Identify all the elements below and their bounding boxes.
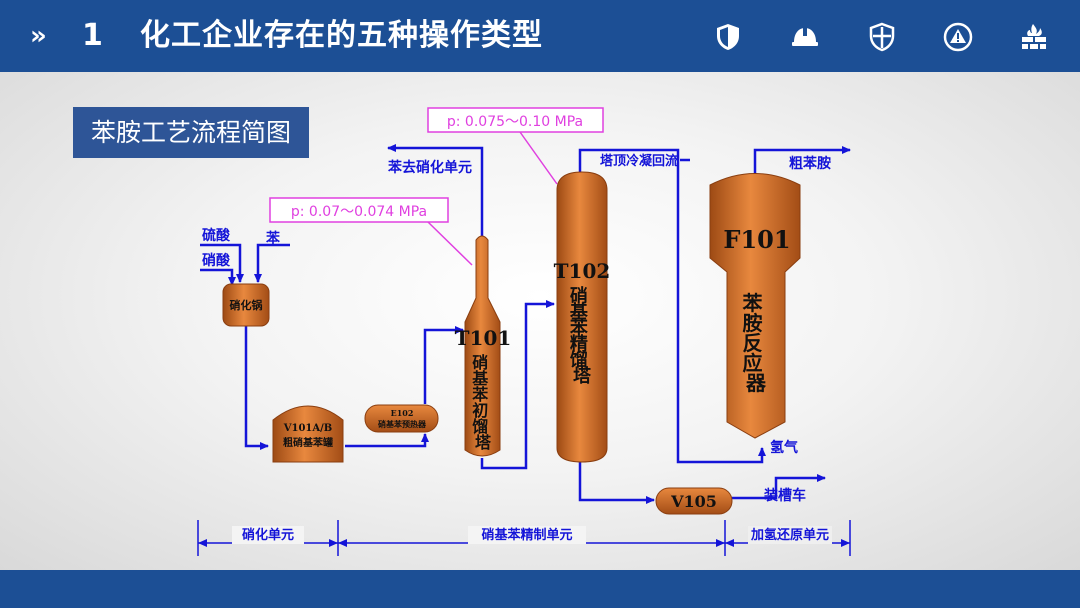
- flow-lines: [200, 144, 851, 504]
- f101-name-char: 器: [745, 371, 767, 395]
- t102-column: T102 硝 基 苯 精 馏 塔: [554, 171, 611, 463]
- t102-name-char: 馏: [570, 350, 588, 371]
- sulfuric-acid-label: 硫酸: [202, 227, 231, 244]
- t102-name-char: 基: [569, 301, 589, 323]
- f101-name-char: 苯: [742, 291, 763, 315]
- unit-refining-label: 硝基苯精制单元: [481, 527, 572, 543]
- hydrogen-label: 氢气: [770, 439, 798, 456]
- v105-id: V105: [670, 492, 717, 511]
- f101-name-char: 应: [743, 351, 763, 375]
- pressure-1-text: p: 0.075～0.10 MPa: [447, 114, 583, 130]
- pressure-callout-1: p: 0.075～0.10 MPa: [427, 107, 604, 185]
- t101-name-char: 初: [472, 401, 488, 420]
- crude-aniline-label: 粗苯胺: [789, 155, 831, 172]
- loading-truck-label: 装槽车: [763, 487, 806, 504]
- f101-name-char: 胺: [743, 311, 763, 335]
- svg-text:硝 基 苯 精: 硝 基 苯 精 馏 塔: [569, 285, 594, 387]
- header-bar: » 1 化工企业存在的五种操作类型: [0, 0, 1080, 72]
- v101-name: 粗硝基苯罐: [283, 436, 333, 449]
- unit-nitration-label: 硝化单元: [242, 527, 294, 543]
- safety-helmet-icon: [792, 26, 818, 46]
- t102-name-char: 硝: [570, 285, 588, 307]
- unit-hydrogenation-label: 加氢还原单元: [750, 527, 829, 543]
- t101-name-char: 馏: [472, 417, 488, 436]
- shield-icon: [717, 24, 739, 50]
- shield-cross-icon: [869, 22, 895, 52]
- t101-name-char: 硝: [472, 353, 488, 372]
- svg-text:苯 胺 反 应: 苯 胺 反 应 器: [742, 291, 770, 395]
- t102-id: T102: [554, 259, 611, 283]
- svg-text:硝 基 苯 初: 硝 基 苯 初 馏 塔: [471, 353, 494, 452]
- diagram-title-box: 苯胺工艺流程简图: [73, 107, 309, 158]
- t101-column: T101 硝 基 苯 初 馏 塔: [455, 235, 512, 457]
- v105-vessel: V105: [655, 487, 733, 515]
- e102-preheater: E102 硝基苯预热器: [364, 404, 439, 433]
- fire-wall-icon: [1022, 24, 1046, 49]
- v101-id: V101A/B: [283, 423, 333, 434]
- benzene-to-nitration-label: 苯去硝化单元: [387, 159, 472, 176]
- nitrator-vessel: 硝化锅: [222, 283, 270, 327]
- t102-name-char: 苯: [569, 317, 589, 339]
- t101-name-char: 塔: [475, 433, 492, 452]
- page-title: 化工企业存在的五种操作类型: [140, 18, 543, 53]
- f101-id: F101: [723, 225, 790, 254]
- nitric-acid-label: 硝酸: [202, 252, 231, 269]
- benzene-label: 苯: [265, 230, 281, 247]
- top-reflux-label: 塔顶冷凝回流: [600, 153, 678, 169]
- f101-reactor: F101 苯 胺 反 应 器: [709, 173, 801, 439]
- f101-name-char: 反: [743, 331, 763, 355]
- footer-bar: [0, 570, 1080, 608]
- pressure-2-text: p: 0.07～0.074 MPa: [291, 204, 427, 220]
- nitrator-label: 硝化锅: [230, 298, 263, 312]
- e102-name: 硝基苯预热器: [378, 419, 427, 429]
- t101-name-char: 基: [471, 369, 489, 388]
- e102-id: E102: [391, 408, 414, 418]
- pressure-callout-2: p: 0.07～0.074 MPa: [269, 197, 473, 266]
- section-number: 1: [82, 18, 103, 53]
- t102-name-char: 精: [570, 333, 588, 355]
- t101-name-char: 苯: [471, 385, 489, 404]
- v101-tank: V101A/B 粗硝基苯罐: [272, 405, 344, 463]
- t101-id: T101: [455, 326, 512, 350]
- warning-icon: [943, 22, 973, 52]
- chevron-icon: »: [30, 21, 47, 51]
- t102-name-char: 塔: [573, 365, 592, 387]
